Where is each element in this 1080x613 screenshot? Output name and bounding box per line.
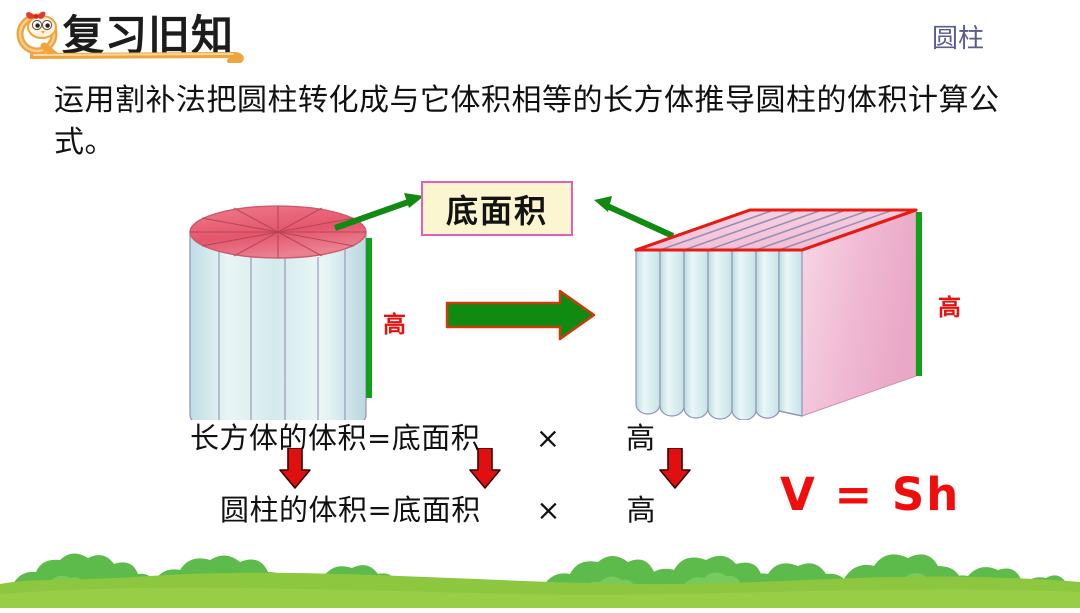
instruction-text: 运用割补法把圆柱转化成与它体积相等的长方体推导圆柱的体积计算公式。 (54, 83, 1000, 160)
prism-height-label: 高 (938, 294, 961, 321)
arrow-down-icon (469, 447, 501, 489)
arrow-down-icon (659, 447, 691, 489)
arrow-up-left-icon (594, 196, 675, 239)
swoosh-underline-icon (29, 50, 248, 64)
lesson-subject-label: 圆柱 (931, 24, 984, 54)
formula-prism-times: × (535, 421, 561, 455)
formula-cylinder-right: 高 (626, 493, 657, 527)
grass-bushes-decoration (0, 538, 1080, 608)
cylinder-figure (189, 205, 372, 420)
base-area-callout-box: 底面积 (421, 181, 573, 236)
arrow-up-right-icon (333, 193, 424, 231)
volume-derivation-diagram (0, 160, 1080, 420)
formula-row-cylinder: 圆柱的体积=底面积 × 高 (220, 487, 656, 529)
formula-result: V = Sh (780, 468, 961, 521)
prism-figure (634, 208, 922, 420)
chick-q-mascot-icon (14, 6, 66, 60)
formula-cylinder-times: × (536, 493, 562, 527)
formula-cylinder-left: 圆柱的体积=底面积 (220, 493, 481, 527)
page-title: 复习旧知 (62, 11, 235, 60)
right-arrow-icon (445, 289, 596, 341)
arrow-down-icon (279, 447, 311, 489)
base-area-label: 底面积 (445, 191, 548, 230)
formula-prism-right: 高 (626, 421, 656, 455)
cylinder-height-label: 高 (383, 311, 406, 338)
slide-header: 复习旧知 圆柱 (0, 0, 1080, 72)
formula-row-prism: 长方体的体积=底面积 × 高 (190, 415, 656, 457)
formula-prism-left: 长方体的体积=底面积 (190, 421, 481, 455)
arrow-down-icon-group (0, 447, 1080, 490)
